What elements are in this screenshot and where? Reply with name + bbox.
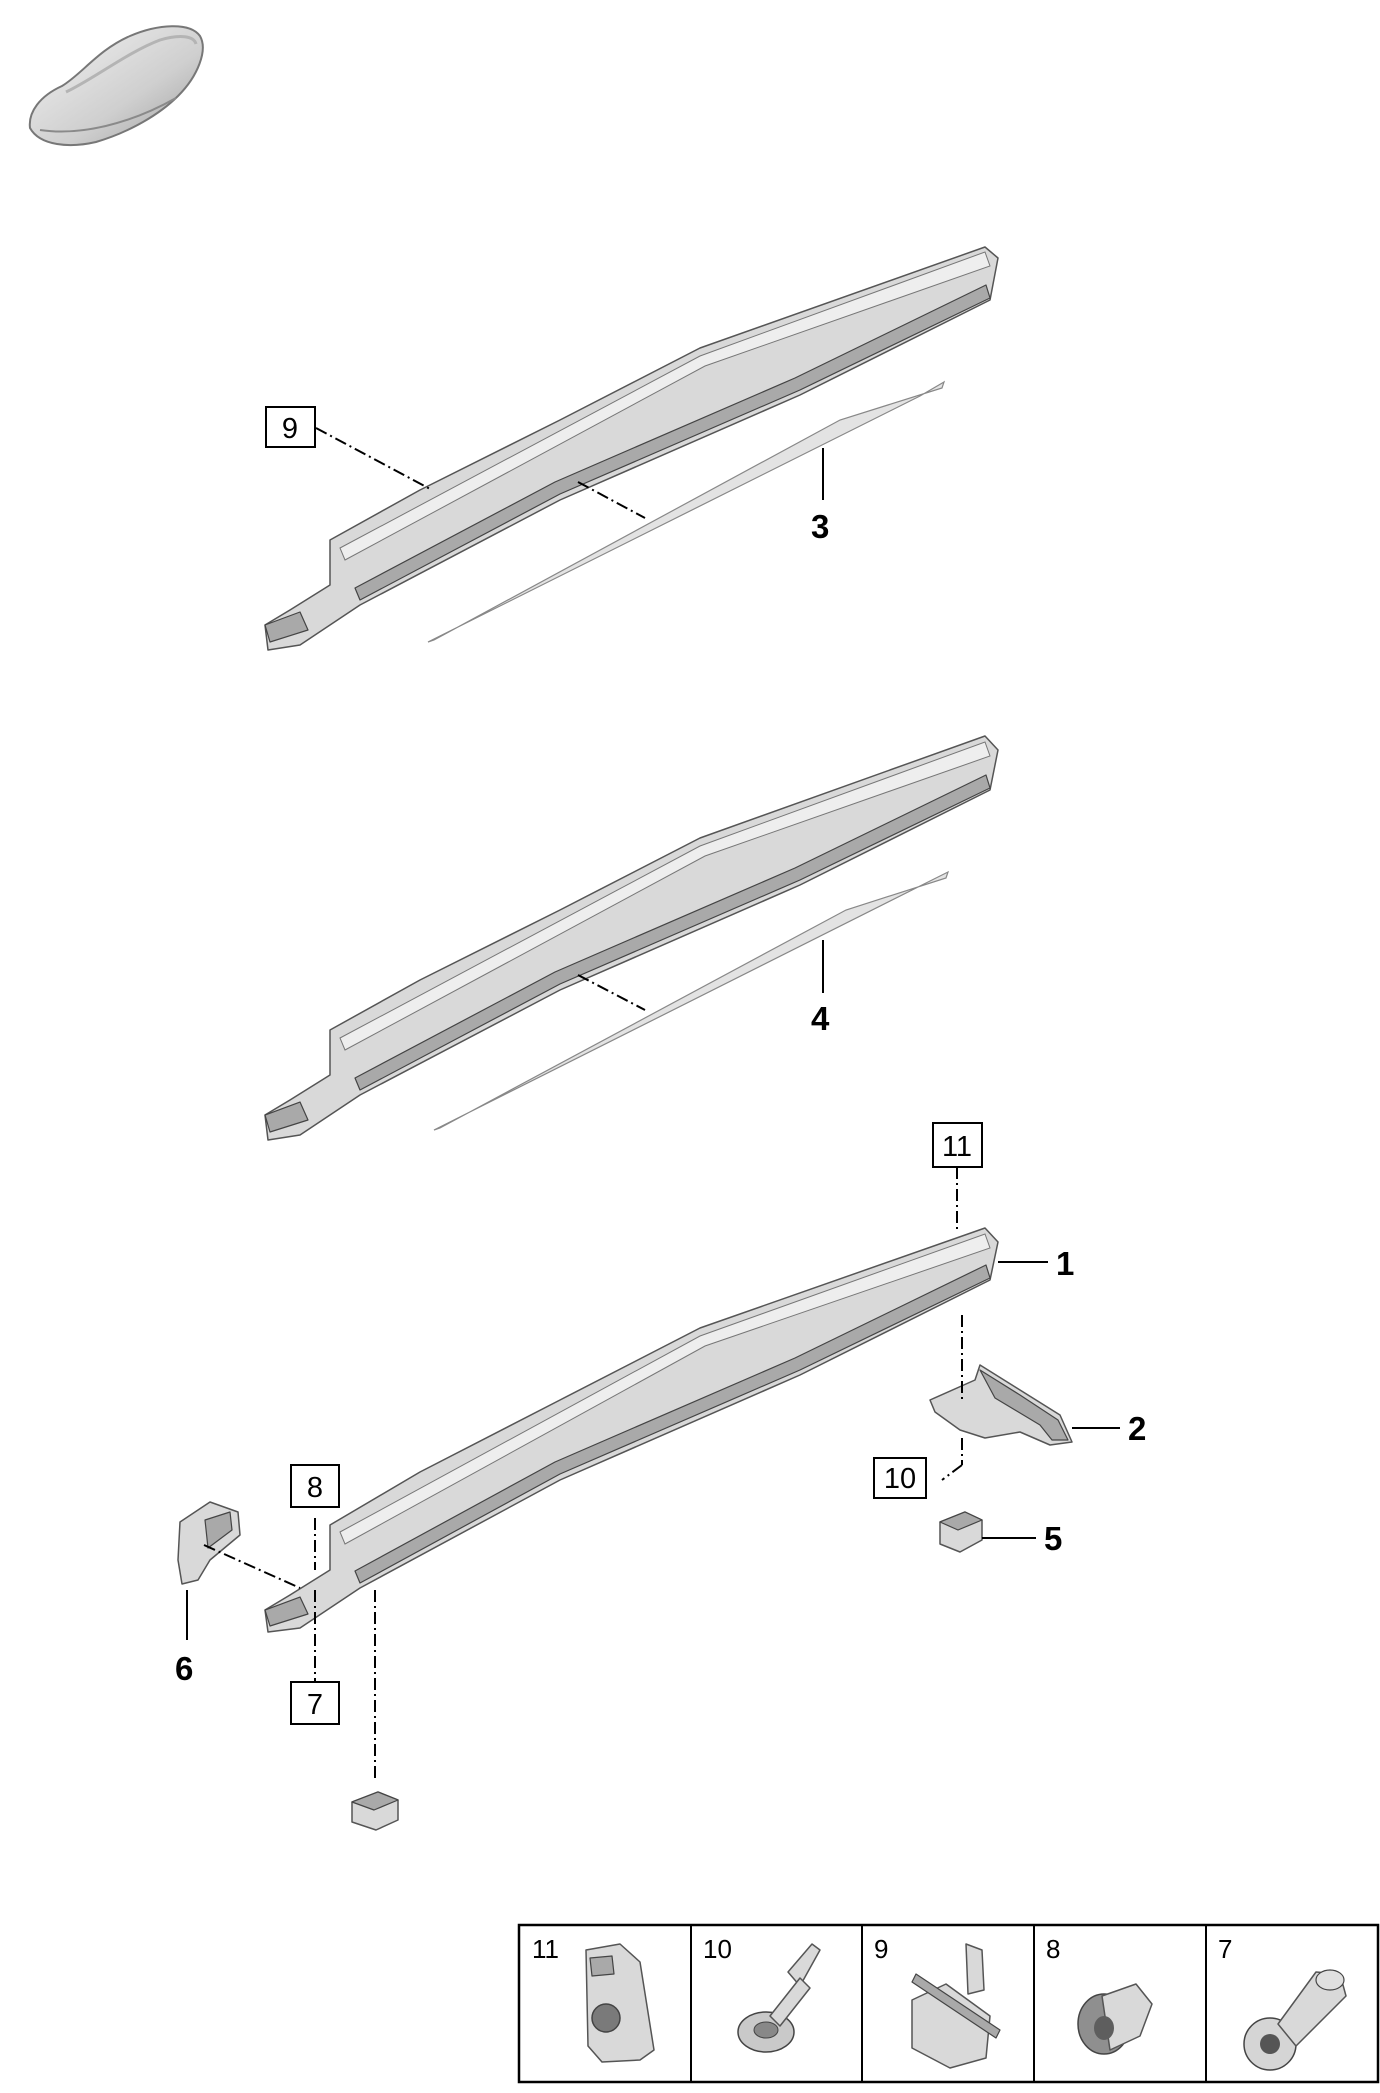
side-sill-assembly-middle [264,735,999,1141]
callout-6: 6 [175,1650,193,1687]
expansion-clip-icon [1243,1969,1347,2071]
side-sill-assembly-top [264,246,999,651]
boxed-callout-10: 10 [873,1457,927,1499]
clip-part-5 [939,1511,983,1553]
callout-5: 5 [1044,1520,1062,1557]
svg-text:9: 9 [282,413,298,445]
callout-1: 1 [1056,1245,1074,1282]
legend-label-10: 10 [703,1934,732,1964]
callout-numbers: 1 2 3 4 5 6 9 11 10 8 7 [175,406,1146,1725]
legend-label-7: 7 [1218,1934,1232,1964]
legend-label-9: 9 [874,1934,888,1964]
callout-3: 3 [811,508,829,545]
rear-bracket-part-2 [929,1364,1073,1446]
bracket-clip-icon [911,1943,1001,2069]
svg-text:8: 8 [307,1472,323,1504]
svg-text:7: 7 [307,1689,323,1721]
trim-strip-middle [433,870,950,1131]
loose-clip [351,1791,399,1831]
clip-plate-icon [585,1943,655,2063]
svg-text:10: 10 [884,1463,916,1495]
grommet-icon [1077,1983,1153,2055]
leader-lines [186,427,1120,1780]
boxed-callout-7: 7 [290,1681,340,1725]
boxed-callout-8: 8 [290,1464,340,1508]
vehicle-thumbnail-icon [28,25,204,147]
legend-label-8: 8 [1046,1934,1060,1964]
svg-text:11: 11 [942,1131,972,1163]
legend-label-11: 11 [532,1934,559,1964]
end-cap-part-6 [177,1501,241,1585]
side-sill-assembly-bottom [264,1227,999,1633]
push-rivet-icon [737,1943,821,2053]
boxed-callout-11: 11 [932,1122,983,1168]
callout-4: 4 [811,1000,830,1037]
callout-2: 2 [1128,1410,1146,1447]
trim-strip-top [427,380,946,643]
boxed-callout-9: 9 [265,406,316,448]
fastener-legend-table: 11 10 9 8 7 [517,1923,1380,2084]
